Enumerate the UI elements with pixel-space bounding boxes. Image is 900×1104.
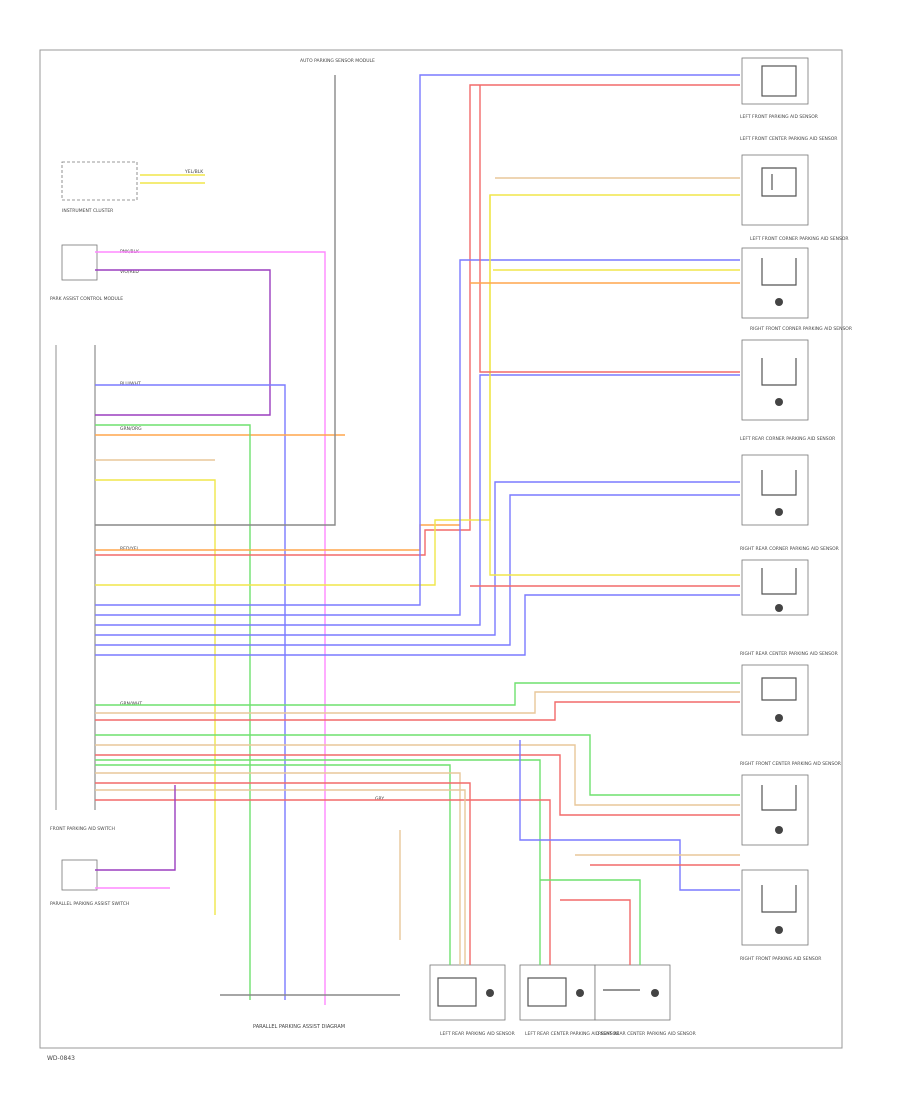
wire-tan-26: [95, 744, 740, 806]
park-module-label: PARK ASSIST CONTROL MODULE: [50, 296, 123, 302]
sensor-7: RIGHT FRONT CENTER PARKING AID SENSOR: [740, 761, 841, 846]
bottom-box-2-label: RIGHT REAR CENTER PARKING AID SENSOR: [598, 1031, 696, 1037]
wire-label-grn-wht: GRN/WHT: [120, 701, 142, 707]
wire-blue-13: [95, 481, 740, 636]
wire-blue-10: [95, 74, 740, 606]
wire-tan-33: [95, 789, 466, 965]
sensor-0: LEFT FRONT PARKING AID SENSOR: [740, 57, 818, 120]
wire-yellow-16: [489, 195, 740, 576]
wire-pink-0: [95, 251, 326, 1005]
wire-green-22: [95, 682, 740, 706]
assist-switch-label: FRONT PARKING AID SWITCH: [50, 826, 115, 832]
wire-yellow-9: [95, 194, 740, 586]
sensor-1: LEFT FRONT CENTER PARKING AID SENSOR: [740, 136, 837, 226]
sensor-2: LEFT FRONT CORNER PARKING AID SENSOR: [741, 236, 849, 319]
figure-id: WD-0843: [47, 1055, 75, 1062]
wire-green-4: [95, 424, 251, 1000]
wires-layer: [95, 74, 740, 1005]
assist-switch-name: PARALLEL PARKING ASSIST SWITCH: [50, 901, 129, 907]
wire-orange-8: [95, 524, 460, 551]
sensor-8: RIGHT FRONT PARKING AID SENSOR: [740, 869, 821, 962]
wire-purple-39: [95, 785, 176, 871]
wire-red-24: [95, 701, 740, 721]
bottom-box-0-label: LEFT REAR PARKING AID SENSOR: [440, 1031, 515, 1037]
wire-blue-2: [95, 384, 286, 1000]
sensor-0-label: LEFT FRONT PARKING AID SENSOR: [740, 114, 818, 120]
sensor-4: LEFT REAR CORNER PARKING AID SENSOR: [740, 436, 835, 526]
wire-label-yel-blk: YEL/BLK: [184, 169, 204, 175]
wire-blue-14: [95, 494, 740, 646]
wire-label-gry: GRY: [375, 796, 384, 802]
bottom-box-0: LEFT REAR PARKING AID SENSOR: [429, 964, 515, 1037]
bottom-box-1-label: LEFT REAR CENTER PARKING AID SENSOR: [525, 1031, 619, 1037]
wire-green-31: [95, 759, 541, 965]
sensor-5: RIGHT REAR CORNER PARKING AID SENSOR: [740, 546, 839, 616]
wire-red-17: [479, 85, 740, 373]
diagram-frame: [39, 49, 843, 1049]
wire-green-25: [95, 734, 740, 796]
sensor-6: RIGHT REAR CENTER PARKING AID SENSOR: [740, 651, 838, 736]
wire-green-35: [540, 879, 641, 965]
wire-blue-36: [519, 740, 740, 891]
wire-gray-41: [95, 75, 336, 526]
sensor-5-label: RIGHT REAR CORNER PARKING AID SENSOR: [740, 546, 839, 552]
sensor-4-label: LEFT REAR CORNER PARKING AID SENSOR: [740, 436, 835, 442]
wire-tan-23: [95, 691, 740, 714]
assist-switch-block: FRONT PARKING AID SWITCH PARALLEL PARKIN…: [50, 826, 129, 907]
wire-red-30: [95, 782, 471, 965]
sensor-1-label: LEFT FRONT CENTER PARKING AID SENSOR: [740, 136, 837, 142]
wire-blue-15: [95, 594, 740, 656]
wire-blue-12: [95, 374, 740, 626]
wire-red-32: [95, 799, 551, 965]
park-assist-module: PARK ASSIST CONTROL MODULE: [50, 244, 123, 810]
wire-yellow-5: [95, 479, 216, 915]
wire-red-34: [560, 899, 631, 965]
wire-label-red-yel: RED/YEL: [120, 546, 140, 552]
sensor-8-label: RIGHT FRONT PARKING AID SENSOR: [740, 956, 821, 962]
bottom-box-2: RIGHT REAR CENTER PARKING AID SENSOR: [594, 964, 696, 1037]
wire-label-blu-wht: BLU/WHT: [120, 381, 141, 387]
wire-red-7: [95, 84, 740, 556]
sensor-3: RIGHT FRONT CORNER PARKING AID SENSOR: [741, 326, 852, 421]
upper-label: AUTO PARKING SENSOR MODULE: [300, 58, 375, 64]
wire-red-27: [95, 754, 740, 816]
sensor-7-label: RIGHT FRONT CENTER PARKING AID SENSOR: [740, 761, 841, 767]
footer-label: PARALLEL PARKING ASSIST DIAGRAM: [253, 1024, 345, 1030]
instrument-cluster-label: INSTRUMENT CLUSTER: [62, 208, 113, 214]
wire-tan-29: [95, 772, 461, 965]
instrument-cluster: INSTRUMENT CLUSTER: [61, 161, 138, 214]
wire-green-28: [95, 764, 451, 965]
wire-label-vio-red: VIO/RED: [120, 269, 139, 275]
sensor-6-label: RIGHT REAR CENTER PARKING AID SENSOR: [740, 651, 838, 657]
sensor-3-label: RIGHT FRONT CORNER PARKING AID SENSOR: [750, 326, 852, 332]
wire-label-grn-org: GRN/ORG: [120, 426, 142, 432]
wire-blue-11: [95, 259, 740, 616]
wire-purple-1: [95, 269, 271, 416]
sensor-2-label: LEFT FRONT CORNER PARKING AID SENSOR: [750, 236, 849, 242]
